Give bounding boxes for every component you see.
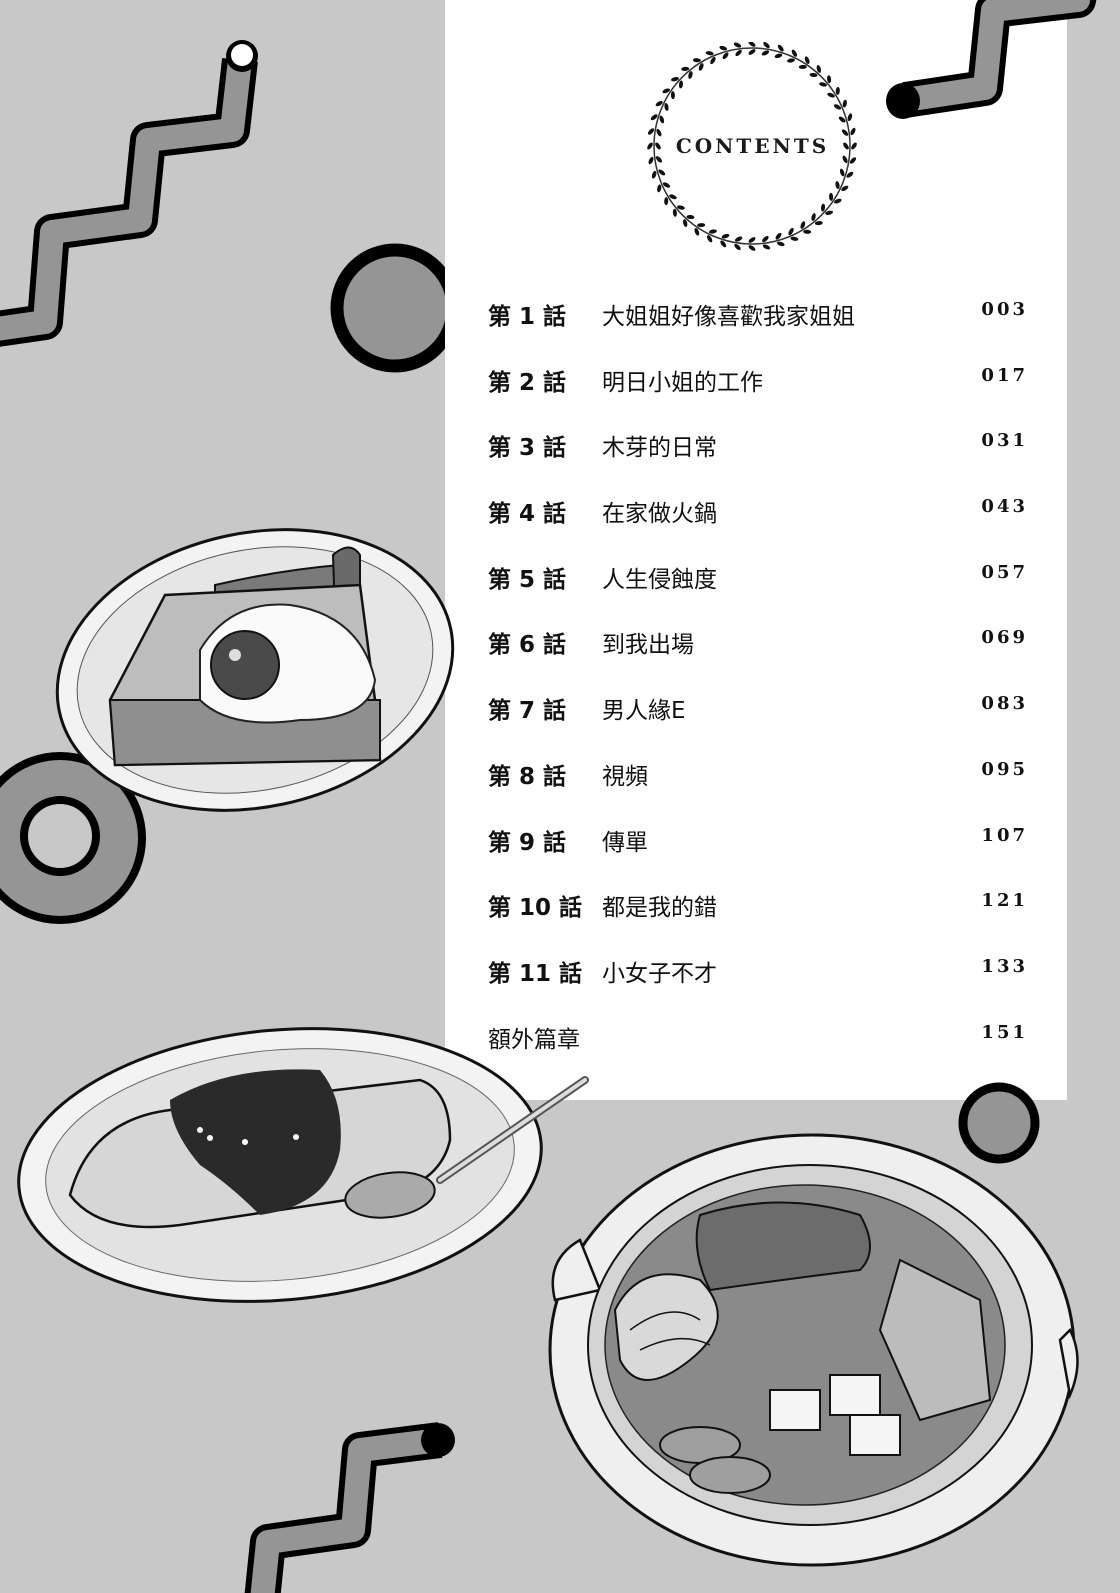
- episode-title: 男人緣E: [602, 698, 686, 725]
- toc-entry-3[interactable]: 第 3 話 木芽的日常 031: [488, 428, 1028, 494]
- contents-title: CONTENTS: [675, 134, 830, 158]
- toc-entry-2[interactable]: 第 2 話 明日小姐的工作 017: [488, 363, 1028, 429]
- episode-number: 第 2 話: [488, 369, 567, 396]
- toc-entry-1[interactable]: 第 1 話 大姐姐好像喜歡我家姐姐 003: [488, 297, 1028, 363]
- episode-number: 第 1 話: [488, 304, 567, 330]
- contents-emblem: CONTENTS: [645, 41, 860, 252]
- toast-egg-plate-illustration: [55, 528, 455, 812]
- circle-left-icon: [330, 243, 460, 373]
- toc-entry-6[interactable]: 第 6 話 到我出場 069: [488, 625, 1028, 691]
- page-number: 151: [981, 1021, 1028, 1043]
- zigzag-top-left-icon: [0, 40, 258, 347]
- page-number: 095: [981, 758, 1028, 780]
- page-number: 031: [981, 430, 1028, 452]
- episode-title: 在家做火鍋: [602, 501, 717, 528]
- table-of-contents: 第 1 話 大姐姐好像喜歡我家姐姐 003 第 2 話 明日小姐的工作 017 …: [488, 297, 1028, 1085]
- toc-entry-extra[interactable]: 額外篇章 151: [488, 1020, 1028, 1086]
- toc-entry-11[interactable]: 第 11 話 小女子不才 133: [488, 954, 1028, 1020]
- episode-title: 視頻: [602, 763, 648, 790]
- page-number: 083: [981, 693, 1028, 715]
- episode-number: 第 7 話: [488, 698, 567, 725]
- episode-number: 第 6 話: [488, 632, 567, 659]
- toc-entry-7[interactable]: 第 7 話 男人緣E 083: [488, 691, 1028, 757]
- episode-number: 第 5 話: [488, 566, 567, 593]
- episode-title: 明日小姐的工作: [602, 369, 763, 396]
- episode-number: 第 3 話: [488, 435, 567, 462]
- episode-title: 小女子不才: [602, 960, 717, 987]
- page-number: 107: [981, 824, 1028, 846]
- page-number: 043: [981, 496, 1028, 518]
- episode-title: 人生侵蝕度: [602, 566, 717, 593]
- episode-number: 第 11 話: [488, 960, 583, 987]
- extra-chapter-title: 額外篇章: [488, 1026, 580, 1053]
- episode-number: 第 9 話: [488, 829, 567, 856]
- episode-title: 都是我的錯: [602, 895, 717, 922]
- zigzag-bottom-icon: [244, 1422, 455, 1593]
- episode-number: 第 4 話: [488, 501, 567, 528]
- page-number: 121: [981, 890, 1028, 912]
- toc-entry-4[interactable]: 第 4 話 在家做火鍋 043: [488, 494, 1028, 560]
- page-number: 133: [981, 955, 1028, 977]
- episode-title: 到我出場: [602, 632, 694, 659]
- toc-entry-9[interactable]: 第 9 話 傳單 107: [488, 823, 1028, 889]
- contents-panel: CONTENTS 第 1 話 大姐姐好像喜歡我家姐姐 003 第 2 話 明日小…: [445, 0, 1067, 1100]
- laurel-wreath-icon: [647, 41, 857, 251]
- toc-entry-8[interactable]: 第 8 話 視頻 095: [488, 757, 1028, 823]
- episode-title: 木芽的日常: [602, 435, 717, 462]
- hot-pot-illustration: [548, 1133, 1079, 1567]
- page-number: 057: [981, 561, 1028, 583]
- toc-entry-5[interactable]: 第 5 話 人生侵蝕度 057: [488, 560, 1028, 626]
- page-number: 017: [981, 364, 1028, 386]
- episode-title: 大姐姐好像喜歡我家姐姐: [602, 304, 855, 330]
- toc-entry-10[interactable]: 第 10 話 都是我的錯 121: [488, 888, 1028, 954]
- ring-left-icon: [0, 752, 146, 924]
- episode-number: 第 10 話: [488, 895, 583, 922]
- page-number: 069: [981, 627, 1028, 649]
- page-number: 003: [981, 299, 1028, 320]
- episode-number: 第 8 話: [488, 763, 567, 790]
- episode-title: 傳單: [602, 829, 648, 856]
